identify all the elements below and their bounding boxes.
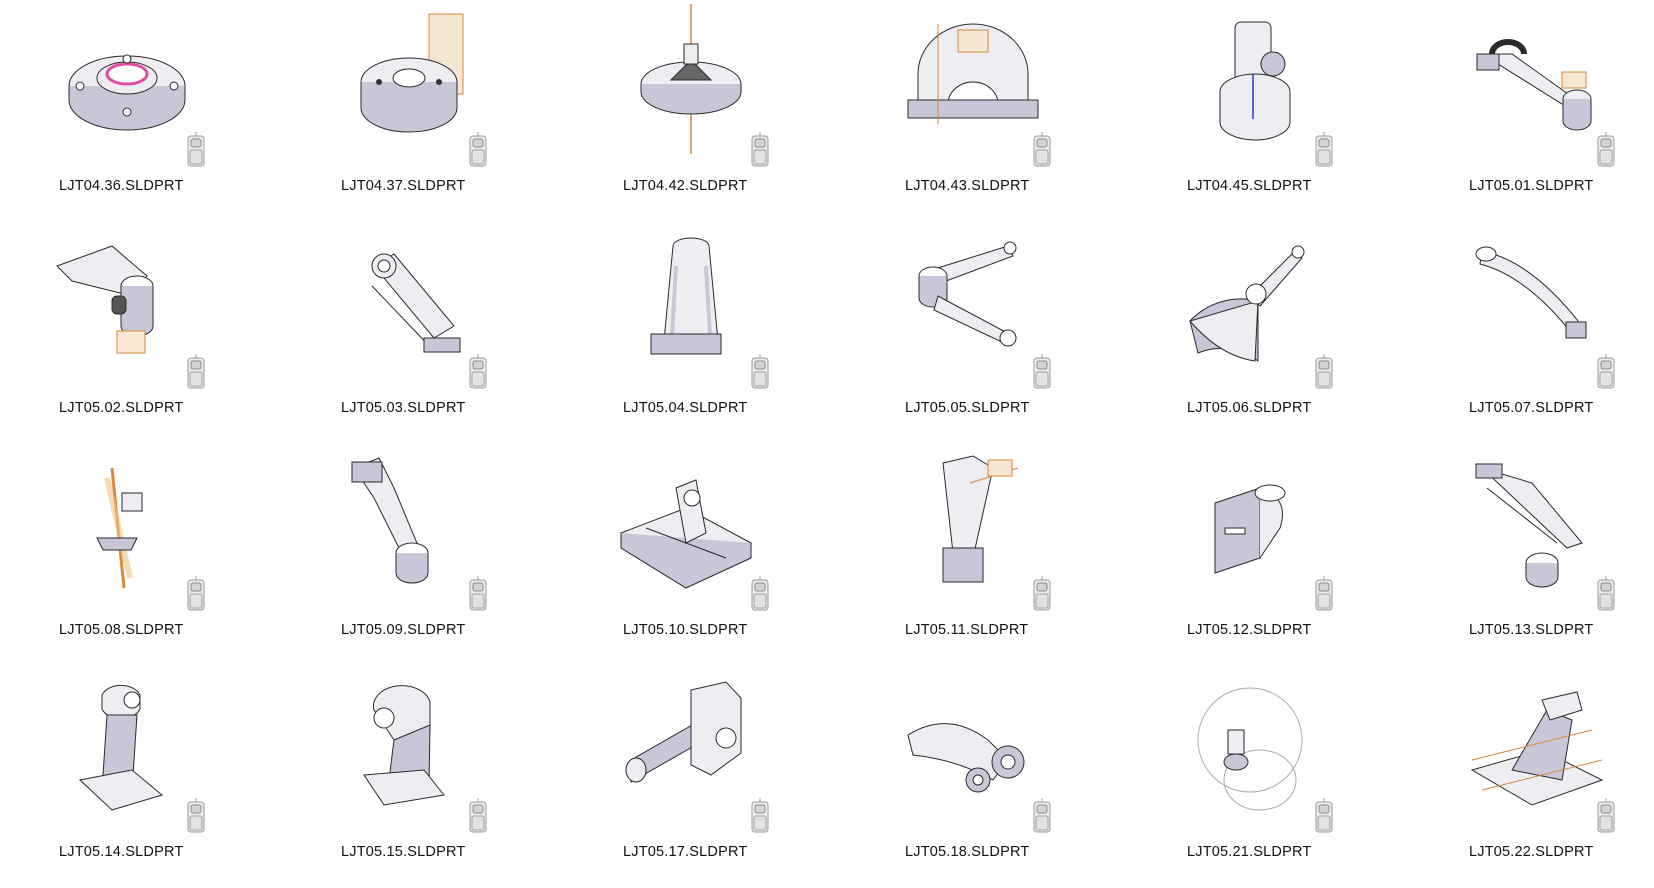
part-thumbnail bbox=[1180, 226, 1330, 376]
part-thumbnail bbox=[1180, 670, 1330, 820]
file-tile[interactable]: LJT05.13.SLDPRT bbox=[1454, 444, 1654, 666]
sldprt-file-icon bbox=[466, 574, 490, 614]
sldprt-file-icon bbox=[748, 796, 772, 836]
part-thumbnail bbox=[52, 670, 202, 820]
file-name: LJT05.08.SLDPRT bbox=[59, 622, 184, 638]
part-thumbnail bbox=[1462, 448, 1612, 598]
part-thumbnail bbox=[898, 226, 1048, 376]
sldprt-file-icon bbox=[466, 352, 490, 392]
file-name: LJT05.10.SLDPRT bbox=[623, 622, 748, 638]
part-thumbnail bbox=[334, 448, 484, 598]
sldprt-file-icon bbox=[1312, 574, 1336, 614]
file-name: LJT04.37.SLDPRT bbox=[341, 178, 466, 194]
sldprt-file-icon bbox=[1312, 352, 1336, 392]
file-name: LJT04.43.SLDPRT bbox=[905, 178, 1030, 194]
part-thumbnail bbox=[52, 448, 202, 598]
part-thumbnail bbox=[616, 4, 766, 154]
file-name: LJT05.17.SLDPRT bbox=[623, 844, 748, 860]
part-thumbnail bbox=[1462, 4, 1612, 154]
part-thumbnail bbox=[1180, 4, 1330, 154]
sldprt-file-icon bbox=[1594, 352, 1618, 392]
part-thumbnail bbox=[616, 670, 766, 820]
file-tile[interactable]: LJT04.45.SLDPRT bbox=[1172, 0, 1454, 222]
part-thumbnail bbox=[334, 670, 484, 820]
file-tile[interactable]: LJT05.03.SLDPRT bbox=[326, 222, 608, 444]
file-name: LJT04.45.SLDPRT bbox=[1187, 178, 1312, 194]
file-name: LJT05.21.SLDPRT bbox=[1187, 844, 1312, 860]
file-tile[interactable]: LJT05.05.SLDPRT bbox=[890, 222, 1172, 444]
sldprt-file-icon bbox=[748, 130, 772, 170]
sldprt-file-icon bbox=[1312, 130, 1336, 170]
file-tile[interactable]: LJT05.22.SLDPRT bbox=[1454, 666, 1654, 888]
file-name: LJT05.14.SLDPRT bbox=[59, 844, 184, 860]
file-name: LJT05.05.SLDPRT bbox=[905, 400, 1030, 416]
file-name: LJT05.03.SLDPRT bbox=[341, 400, 466, 416]
file-tile[interactable]: LJT04.42.SLDPRT bbox=[608, 0, 890, 222]
sldprt-file-icon bbox=[1030, 574, 1054, 614]
file-tile[interactable]: LJT05.06.SLDPRT bbox=[1172, 222, 1454, 444]
sldprt-file-icon bbox=[1312, 796, 1336, 836]
sldprt-file-icon bbox=[1030, 130, 1054, 170]
file-tile[interactable]: LJT05.18.SLDPRT bbox=[890, 666, 1172, 888]
part-thumbnail bbox=[52, 226, 202, 376]
file-tile[interactable]: LJT05.21.SLDPRT bbox=[1172, 666, 1454, 888]
file-tile[interactable]: LJT05.02.SLDPRT bbox=[44, 222, 326, 444]
sldprt-file-icon bbox=[748, 574, 772, 614]
part-thumbnail bbox=[898, 4, 1048, 154]
part-thumbnail bbox=[1462, 226, 1612, 376]
sldprt-file-icon bbox=[466, 130, 490, 170]
part-thumbnail bbox=[898, 448, 1048, 598]
sldprt-file-icon bbox=[184, 352, 208, 392]
file-name: LJT05.13.SLDPRT bbox=[1469, 622, 1594, 638]
file-tile[interactable]: LJT05.11.SLDPRT bbox=[890, 444, 1172, 666]
sldprt-file-icon bbox=[1030, 352, 1054, 392]
file-tile[interactable]: LJT05.12.SLDPRT bbox=[1172, 444, 1454, 666]
file-name: LJT05.09.SLDPRT bbox=[341, 622, 466, 638]
sldprt-file-icon bbox=[1594, 130, 1618, 170]
sldprt-file-icon bbox=[184, 574, 208, 614]
file-tile[interactable]: LJT05.08.SLDPRT bbox=[44, 444, 326, 666]
file-name: LJT04.42.SLDPRT bbox=[623, 178, 748, 194]
part-thumbnail bbox=[898, 670, 1048, 820]
part-thumbnail bbox=[616, 448, 766, 598]
sldprt-file-icon bbox=[1030, 796, 1054, 836]
file-tile[interactable]: LJT05.10.SLDPRT bbox=[608, 444, 890, 666]
file-grid: LJT04.36.SLDPRT LJT04.37.SLDPRT LJT04.42… bbox=[44, 0, 1644, 888]
sldprt-file-icon bbox=[184, 130, 208, 170]
part-thumbnail bbox=[1180, 448, 1330, 598]
sldprt-file-icon bbox=[748, 352, 772, 392]
file-tile[interactable]: LJT05.01.SLDPRT bbox=[1454, 0, 1654, 222]
file-name: LJT05.07.SLDPRT bbox=[1469, 400, 1594, 416]
part-thumbnail bbox=[52, 4, 202, 154]
file-tile[interactable]: LJT05.09.SLDPRT bbox=[326, 444, 608, 666]
sldprt-file-icon bbox=[466, 796, 490, 836]
part-thumbnail bbox=[616, 226, 766, 376]
file-name: LJT05.22.SLDPRT bbox=[1469, 844, 1594, 860]
file-name: LJT05.11.SLDPRT bbox=[905, 622, 1029, 638]
file-name: LJT05.18.SLDPRT bbox=[905, 844, 1030, 860]
file-tile[interactable]: LJT05.04.SLDPRT bbox=[608, 222, 890, 444]
file-tile[interactable]: LJT05.14.SLDPRT bbox=[44, 666, 326, 888]
sldprt-file-icon bbox=[184, 796, 208, 836]
file-tile[interactable]: LJT05.15.SLDPRT bbox=[326, 666, 608, 888]
part-thumbnail bbox=[334, 4, 484, 154]
file-name: LJT05.12.SLDPRT bbox=[1187, 622, 1312, 638]
file-tile[interactable]: LJT05.17.SLDPRT bbox=[608, 666, 890, 888]
part-thumbnail bbox=[334, 226, 484, 376]
sldprt-file-icon bbox=[1594, 574, 1618, 614]
file-name: LJT05.06.SLDPRT bbox=[1187, 400, 1312, 416]
file-tile[interactable]: LJT04.43.SLDPRT bbox=[890, 0, 1172, 222]
file-tile[interactable]: LJT05.07.SLDPRT bbox=[1454, 222, 1654, 444]
file-tile[interactable]: LJT04.37.SLDPRT bbox=[326, 0, 608, 222]
file-name: LJT04.36.SLDPRT bbox=[59, 178, 184, 194]
file-name: LJT05.01.SLDPRT bbox=[1469, 178, 1594, 194]
file-name: LJT05.15.SLDPRT bbox=[341, 844, 466, 860]
sldprt-file-icon bbox=[1594, 796, 1618, 836]
file-tile[interactable]: LJT04.36.SLDPRT bbox=[44, 0, 326, 222]
part-thumbnail bbox=[1462, 670, 1612, 820]
file-name: LJT05.02.SLDPRT bbox=[59, 400, 184, 416]
file-name: LJT05.04.SLDPRT bbox=[623, 400, 748, 416]
